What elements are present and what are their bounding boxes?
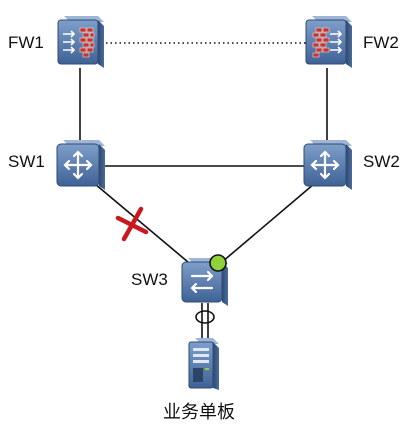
link-sw2-sw3 <box>221 183 315 263</box>
firewall-icon[interactable] <box>305 16 352 68</box>
switch-icon[interactable] <box>303 140 352 190</box>
firewall-icon[interactable] <box>57 16 104 68</box>
fw1-label: FW1 <box>8 33 44 52</box>
green-port-indicator <box>209 254 227 272</box>
fw2-label: FW2 <box>363 33 399 52</box>
cross-mark-icon <box>115 206 149 242</box>
sw3-label: SW3 <box>131 270 168 289</box>
server-board-icon[interactable] <box>188 338 219 390</box>
board-label: 业务单板 <box>163 402 235 423</box>
link-sw3-board <box>195 303 215 341</box>
sw1-label: SW1 <box>8 152 45 171</box>
sw2-label: SW2 <box>363 152 400 171</box>
switch-icon[interactable] <box>56 140 105 190</box>
link-sw1-sw3 <box>94 183 189 263</box>
